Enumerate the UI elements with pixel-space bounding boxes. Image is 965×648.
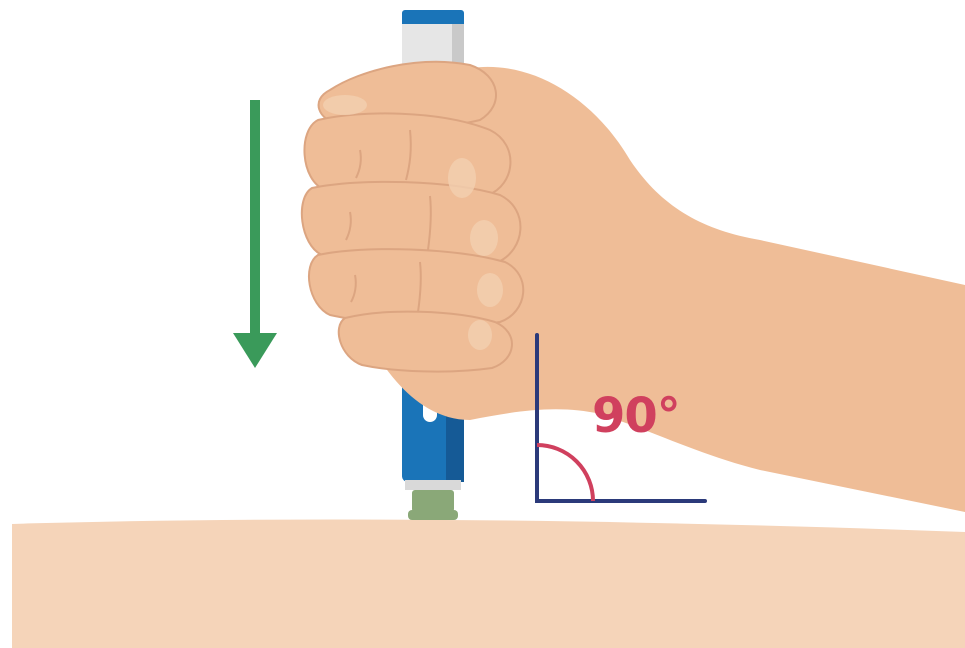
angle-label: 90°	[592, 388, 681, 444]
down-arrow-icon	[233, 100, 277, 368]
skin-surface	[12, 519, 965, 648]
right-angle-icon	[535, 333, 707, 503]
hand-icon	[300, 60, 965, 512]
